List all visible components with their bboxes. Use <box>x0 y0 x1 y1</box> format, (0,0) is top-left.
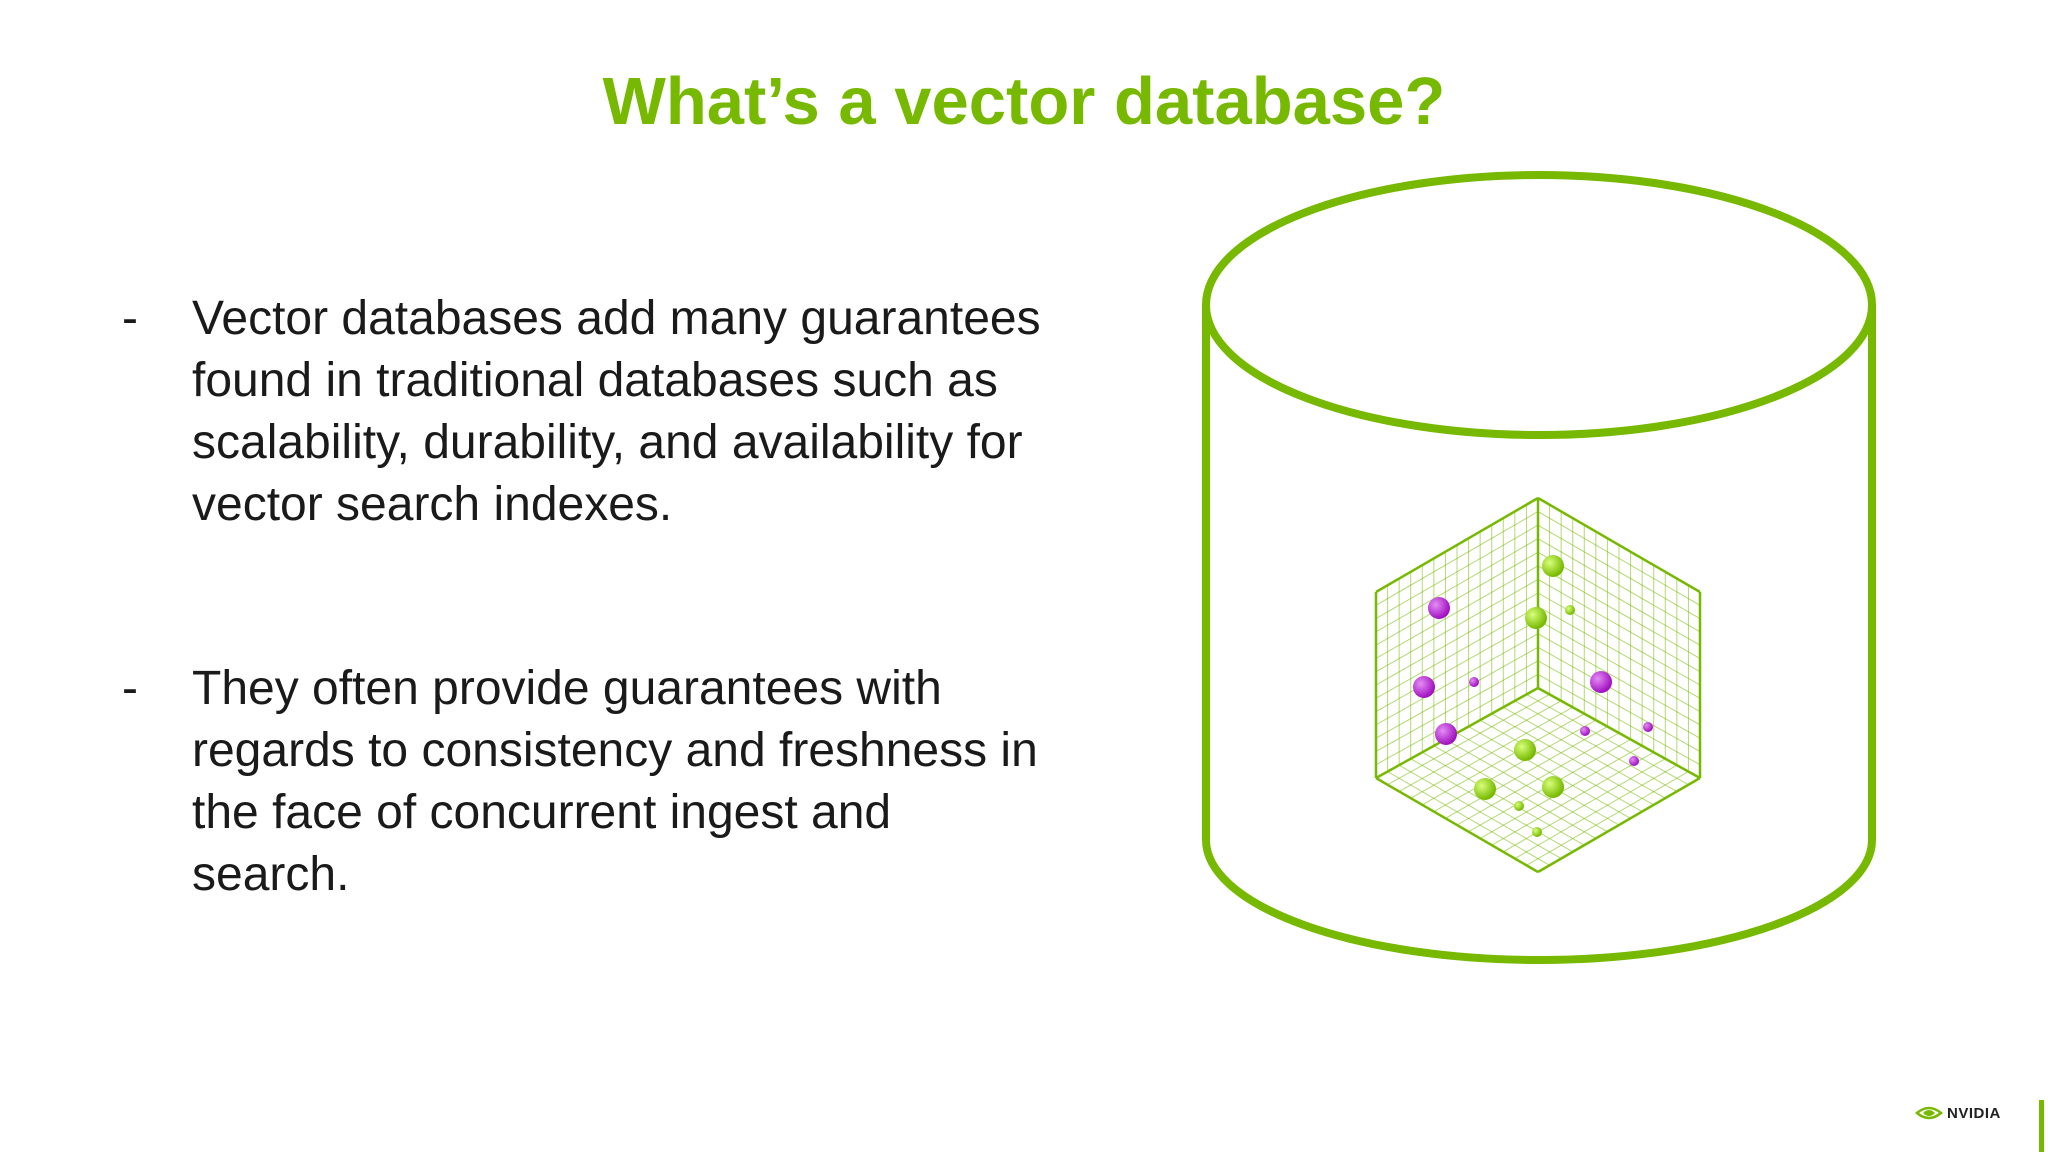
bullet-line: vector search indexes. <box>192 478 673 531</box>
bullet-line: the face of concurrent ingest and <box>192 786 892 839</box>
vector-point-purple <box>1580 726 1590 736</box>
vector-point-purple <box>1469 677 1479 687</box>
bullet-list: - Vector databases add many guarantees f… <box>122 288 1122 906</box>
bullet-marker: - <box>122 292 138 345</box>
nvidia-logo: NVIDIA <box>1915 1100 2001 1126</box>
bullet-line: They often provide guarantees with <box>192 662 942 715</box>
vector-point-green <box>1514 739 1536 761</box>
nvidia-eye-icon <box>1915 1106 1943 1120</box>
bullet-marker: - <box>122 662 138 715</box>
vector-point-purple <box>1643 722 1653 732</box>
vector-point-purple <box>1590 671 1612 693</box>
edge-accent-bar <box>2039 1100 2044 1152</box>
logo-text: NVIDIA <box>1947 1104 2001 1122</box>
bullet-item: - Vector databases add many guarantees f… <box>122 288 1122 536</box>
vector-point-green <box>1525 607 1547 629</box>
bullet-line: scalability, durability, and availabilit… <box>192 416 1023 469</box>
vector-point-purple <box>1413 676 1435 698</box>
vector-point-purple <box>1428 597 1450 619</box>
bullet-line: found in traditional databases such as <box>192 354 998 407</box>
bullet-line: search. <box>192 848 350 901</box>
cylinder-body <box>1202 305 1876 964</box>
vector-space-cube-icon <box>1374 496 1702 874</box>
bullet-line: Vector databases add many guarantees <box>192 292 1041 345</box>
slide-title: What’s a vector database? <box>602 64 1446 139</box>
bullet-item: - They often provide guarantees with reg… <box>122 658 1122 906</box>
database-cylinder-icon <box>1202 171 1876 964</box>
cylinder-top <box>1202 171 1876 439</box>
bullet-line: regards to consistency and freshness in <box>192 724 1038 777</box>
vector-point-purple <box>1629 756 1639 766</box>
vector-point-green <box>1514 801 1524 811</box>
vector-point-purple <box>1435 723 1457 745</box>
vector-point-green <box>1532 827 1542 837</box>
vector-point-green <box>1474 778 1496 800</box>
vector-point-green <box>1542 776 1564 798</box>
vector-point-green <box>1542 555 1564 577</box>
vector-point-green <box>1565 605 1575 615</box>
